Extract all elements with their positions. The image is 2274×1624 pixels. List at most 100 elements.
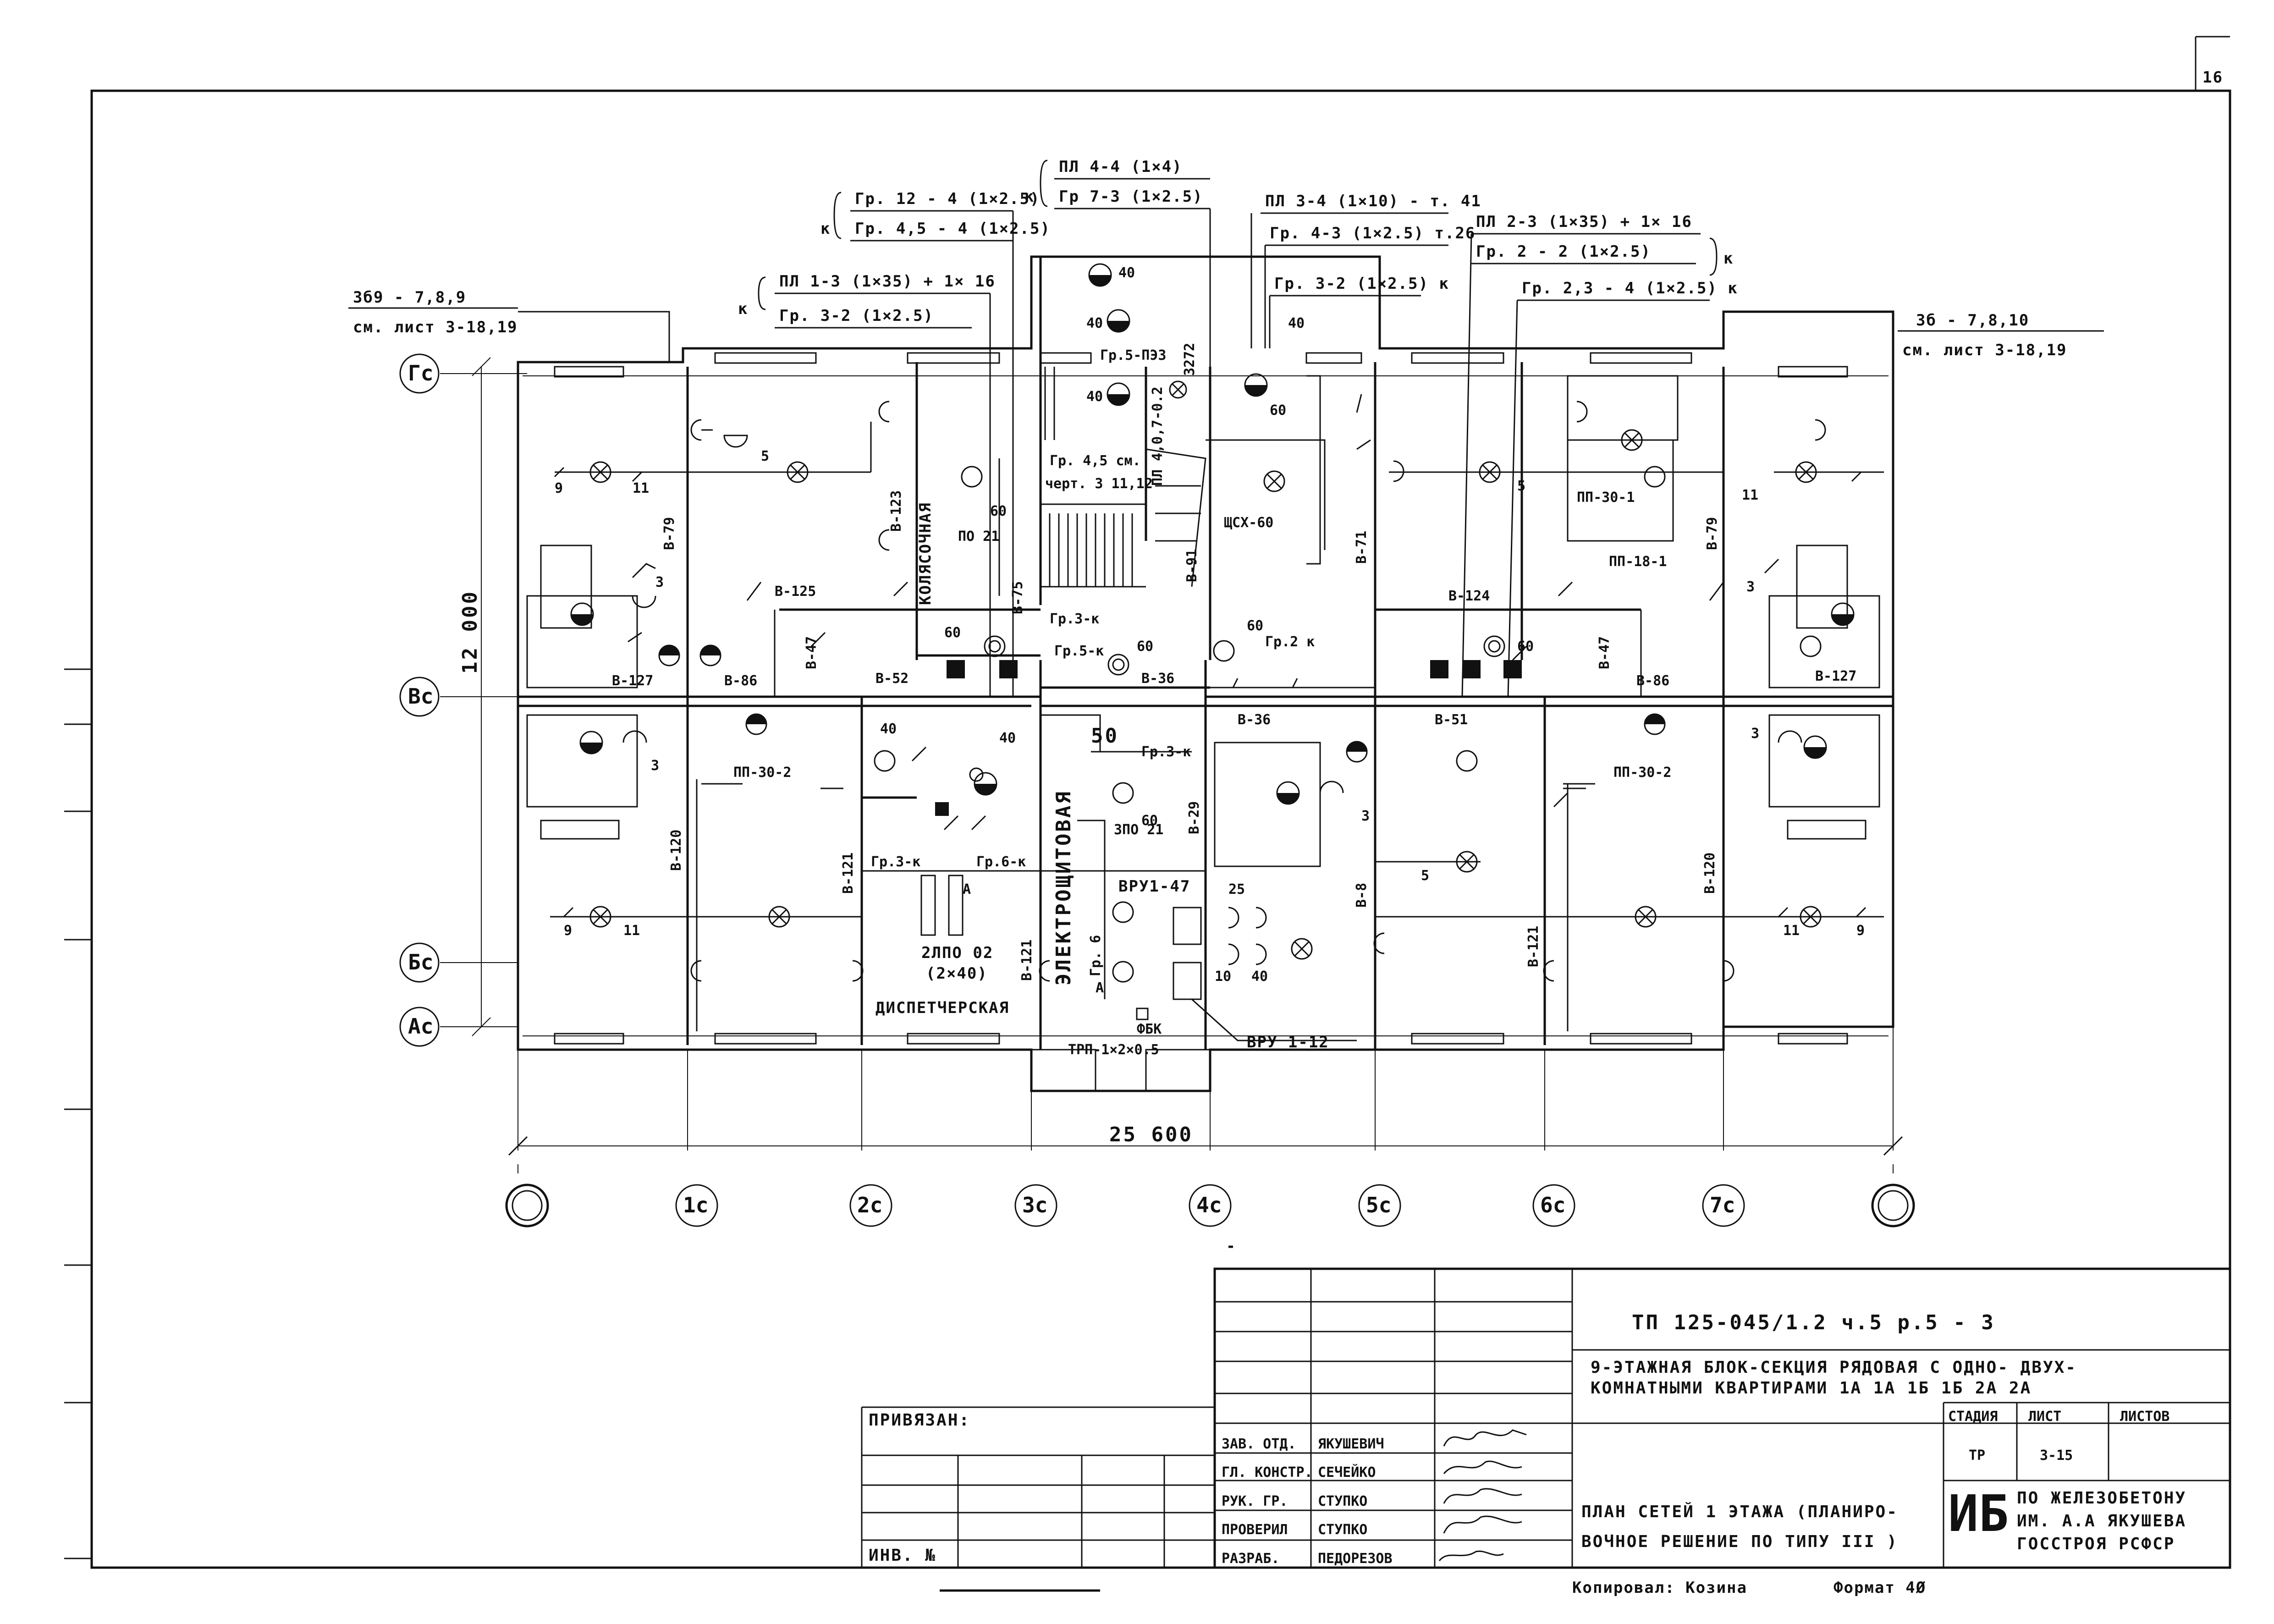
sheet-number: 16 — [2202, 68, 2223, 87]
label-pp30-2b: ПП-30-2 — [1613, 765, 1671, 781]
n-3-4: 3 — [1751, 726, 1759, 742]
label-gr45: Гр. 4,5 см. — [1050, 453, 1141, 469]
org-3: ГОССТРОЯ РСФСР — [2017, 1535, 2175, 1553]
label-trp: ТРП-1×2×0.5 — [1068, 1042, 1159, 1058]
w-40-2: 40 — [1086, 315, 1103, 331]
callout-3b: Гр 7-3 (1×2.5) — [1059, 187, 1203, 206]
riser-b121a: В-121 — [840, 853, 856, 894]
riser-b47b: В-47 — [1597, 636, 1613, 669]
axis-col-start — [505, 1184, 549, 1228]
n-5-1: 5 — [761, 448, 769, 464]
callout-1b: Гр. 3-2 (1×2.5) — [779, 307, 934, 325]
light-fixtures — [570, 263, 1855, 983]
w-10: 10 — [1215, 969, 1231, 985]
n-5-2: 5 — [1517, 478, 1525, 494]
title-inv: ИНВ. № — [869, 1546, 936, 1565]
w-25: 25 — [1228, 881, 1245, 897]
axis-row-B: Бс — [408, 950, 433, 974]
label-pp18-1: ПП-18-1 — [1609, 554, 1667, 570]
callout-5-k: к — [1723, 249, 1734, 268]
org-1: ПО ЖЕЛЕЗОБЕТОНУ — [2017, 1489, 2186, 1508]
room-dispetcherskaya: ДИСПЕТЧЕРСКАЯ — [875, 999, 1009, 1017]
riser-b86b: В-86 — [1636, 673, 1669, 689]
cable-callouts: ПЛ 1-3 (1×35) + 1× 16 Гр. 3-2 (1×2.5) к … — [738, 158, 1737, 697]
room-elektroschitovaya: ЭЛЕКТРОЩИТОВАЯ — [1052, 790, 1075, 985]
riser-b71: В-71 — [1354, 531, 1370, 564]
label-2lpo: 2ЛПО 02 — [921, 944, 993, 962]
name-3: СТУПКО — [1318, 1522, 1367, 1538]
label-fbk: ФБК — [1137, 1021, 1162, 1037]
w-60-5: 60 — [1247, 618, 1263, 634]
riser-b124: В-124 — [1448, 588, 1490, 604]
title-desc-2: КОМНАТНЫМИ КВАРТИРАМИ 1А 1А 1Б 1Б 2А 2А — [1591, 1379, 2032, 1398]
footer-copied: Копировал: Козина — [1572, 1579, 1747, 1597]
callout-1-k: к — [738, 300, 748, 318]
riser-b36b: В-36 — [1238, 712, 1271, 728]
right-note-2: см. лист 3-18,19 — [1902, 341, 2067, 359]
w-40-4: 40 — [1288, 315, 1305, 331]
callout-2a: Гр. 12 - 4 (1×2.5) — [855, 190, 1040, 208]
n-11-2: 11 — [623, 923, 640, 939]
axis-col-1: 1с — [683, 1193, 708, 1217]
label-gr3k-c: Гр.3-к — [871, 854, 920, 870]
n-11-3: 11 — [1742, 487, 1758, 503]
role-3: ПРОВЕРИЛ — [1222, 1522, 1288, 1538]
name-4: ПЕДОРЕЗОВ — [1318, 1551, 1393, 1567]
grid-axes: 25 600 12 000 Гс Вс Бс Ас 1с 2с 3с 4с 5с… — [399, 353, 1915, 1228]
riser-b79a: В-79 — [661, 517, 677, 550]
title-code: ТП 125-045/1.2 ч.5 р.5 - 3 — [1632, 1311, 1995, 1334]
label-2x40: (2×40) — [926, 964, 988, 983]
room-kolyaskochnaya: КОЛЯСОЧНАЯ — [916, 502, 935, 605]
riser-b127a: В-127 — [612, 673, 653, 689]
riser-b91: В-91 — [1184, 549, 1200, 582]
riser-b8: В-8 — [1354, 883, 1370, 908]
label-pp30-2a: ПП-30-2 — [733, 765, 791, 781]
label-gr3k-b: Гр.3-к — [1141, 744, 1191, 760]
w-40-1: 40 — [1118, 265, 1135, 281]
name-1: СЕЧЕЙКО — [1318, 1464, 1376, 1481]
kitchen-fixtures — [526, 375, 1880, 1000]
val-sheet: 3-15 — [2040, 1448, 2073, 1464]
axis-col-2: 2с — [857, 1193, 882, 1217]
riser-b121c: В-121 — [1525, 926, 1542, 967]
label-gr3k-a: Гр.3-к — [1050, 611, 1099, 627]
riser-b127b: В-127 — [1815, 668, 1856, 684]
n-3-2: 3 — [651, 758, 659, 774]
callout-4b: Гр. 4-3 (1×2.5) т.26 — [1270, 224, 1476, 242]
callout-4a: ПЛ 3-4 (1×10) - т. 41 — [1265, 192, 1481, 210]
axis-row-V: Вс — [408, 684, 433, 709]
wiring-runs — [550, 422, 1884, 1031]
staircase — [1040, 367, 1326, 588]
label-vru1-47: ВРУ1-47 — [1118, 877, 1190, 896]
hdr-stage: СТАДИЯ — [1948, 1409, 1998, 1425]
w-60-4: 60 — [1137, 639, 1153, 655]
axis-col-4: 4с — [1196, 1193, 1222, 1217]
callout-3-k: к — [1024, 187, 1035, 206]
label-gr6: Гр. 6 — [1088, 935, 1104, 976]
val-stage: ТР — [1969, 1448, 1985, 1464]
sheet-title-2: ВОЧНОЕ РЕШЕНИЕ ПО ТИПУ III ) — [1581, 1532, 1898, 1551]
label-gr45b: черт. 3 11,12 — [1045, 476, 1153, 492]
label-a2: А — [1096, 980, 1104, 996]
left-note-2: см. лист 3-18,19 — [353, 318, 518, 336]
title-privyazan: ПРИВЯЗАН: — [869, 1411, 970, 1430]
w-60-6: 60 — [1517, 639, 1534, 655]
label-gr6k: Гр.6-к — [976, 854, 1026, 870]
label-pp30-1: ПП-30-1 — [1577, 490, 1635, 506]
sheet-title-1: ПЛАН СЕТЕЙ 1 ЭТАЖА (ПЛАНИРО- — [1581, 1502, 1898, 1521]
signatures — [1438, 1429, 1527, 1561]
riser-b123: В-123 — [888, 490, 904, 532]
plan-labels: КОЛЯСОЧНАЯ ЭЛЕКТРОЩИТОВАЯ ДИСПЕТЧЕРСКАЯ … — [555, 265, 1865, 1058]
label-gr2k: Гр.2 к — [1265, 634, 1315, 650]
label-vru1-12: ВРУ 1-12 — [1247, 1033, 1329, 1051]
label-shch: ЩСХ-60 — [1224, 515, 1273, 531]
title-block: ТП 125-045/1.2 ч.5 р.5 - 3 9-ЭТАЖНАЯ БЛО… — [861, 1267, 2231, 1569]
sheet-frame: 16 — [64, 36, 2231, 1569]
axis-col-3: 3с — [1022, 1193, 1047, 1217]
riser-b125: В-125 — [775, 584, 816, 600]
n-9-1: 9 — [555, 480, 563, 496]
riser-b75: В-75 — [1010, 581, 1026, 614]
callout-4c: Гр. 3-2 (1×2.5) к — [1274, 275, 1449, 293]
riser-b29: В-29 — [1186, 801, 1202, 834]
axis-col-end — [1871, 1184, 1915, 1228]
